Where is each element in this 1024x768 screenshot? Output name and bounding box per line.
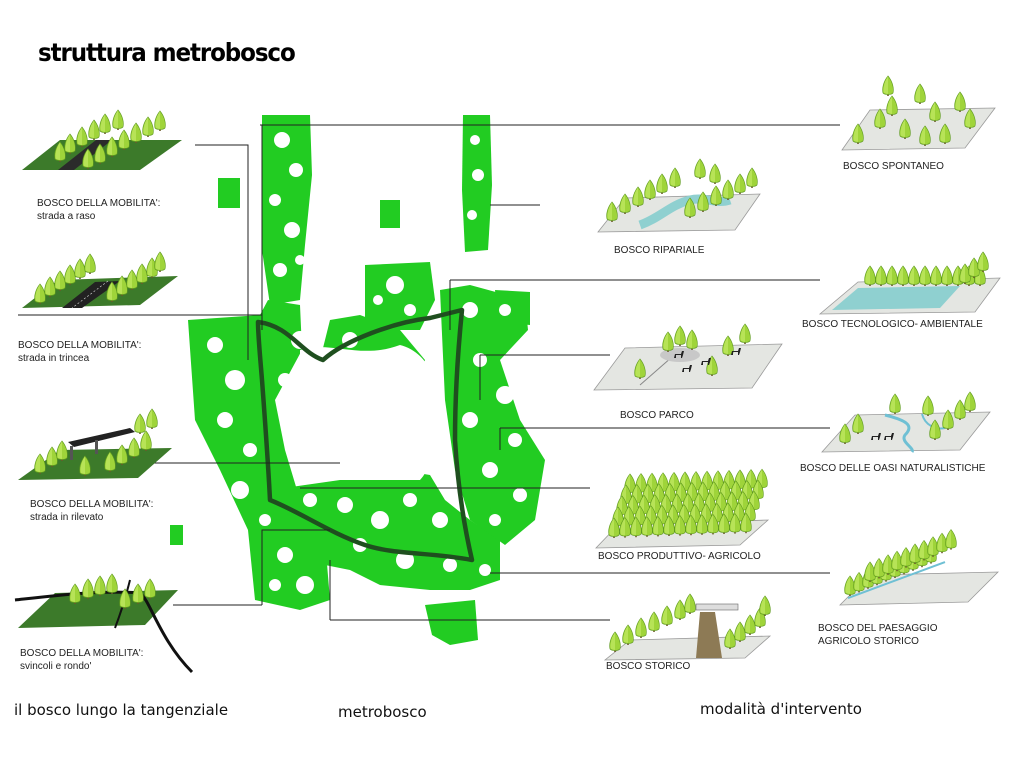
label-bosco-paesaggio: BOSCO DEL PAESAGGIO AGRICOLO STORICO [818,622,937,648]
tree-icon [930,265,942,287]
label-line1: BOSCO DELLA MOBILITA': [20,648,144,659]
label-strada-in-rilevato: BOSCO DELLA MOBILITA': strada in rilevat… [30,498,153,524]
panel-strada-a-raso [22,109,182,170]
panel-bosco-storico [603,593,772,661]
tree-icon [919,265,931,287]
panel-bosco-tecnologico [818,251,1001,315]
panel-strada-in-rilevato [18,408,172,480]
panel-bosco-paesaggio [839,529,999,606]
panel-strada-in-trincea [22,251,178,309]
bottom-label-tangenziale: il bosco lungo la tangenziale [14,701,229,719]
bottom-label-modalita: modalità d'intervento [700,700,862,718]
panel-bosco-ripariale [597,158,761,233]
panel-bosco-spontaneo [841,75,996,151]
label-strada-a-raso: BOSCO DELLA MOBILITA': strada a raso [37,197,160,223]
label-bosco-spontaneo: BOSCO SPONTANEO [843,161,944,172]
label-line1: BOSCO DEL PAESAGGIO [818,623,938,634]
panel-bosco-parco [593,323,783,391]
label-svincoli: BOSCO DELLA MOBILITA': svincoli e rondo' [20,647,143,673]
label-line2: svincoli e rondo' [20,661,92,672]
label-bosco-parco: BOSCO PARCO [620,410,694,421]
label-line2: strada in rilevato [30,512,104,523]
metrobosco-map [170,115,545,645]
label-bosco-oasi: BOSCO DELLE OASI NATURALISTICHE [800,463,986,474]
label-line2: strada in trincea [18,353,90,364]
label-bosco-tecnologico: BOSCO TECNOLOGICO- AMBIENTALE [802,319,983,330]
tree-icon [908,265,920,287]
tree-icon [977,251,989,273]
panel-bosco-produttivo [595,468,770,549]
bottom-label-metrobosco: metrobosco [338,703,427,721]
tree-icon [864,265,876,287]
label-bosco-storico: BOSCO STORICO [606,661,691,672]
label-line1: BOSCO DELLA MOBILITA': [30,499,154,510]
panel-svincoli [14,573,194,674]
page-title: struttura metrobosco [38,38,296,67]
label-line2: AGRICOLO STORICO [818,636,919,647]
label-line2: strada a raso [37,211,96,222]
label-bosco-ripariale: BOSCO RIPARIALE [614,245,705,256]
ring-road [255,307,475,563]
tree-icon [945,529,957,551]
tree-icon [941,265,953,287]
label-strada-in-trincea: BOSCO DELLA MOBILITA': strada in trincea [18,339,141,365]
label-line1: BOSCO DELLA MOBILITA': [37,198,161,209]
label-bosco-produttivo: BOSCO PRODUTTIVO- AGRICOLO [598,551,761,562]
panel-bosco-oasi [821,391,991,453]
connector-lines [18,124,840,621]
label-line1: BOSCO DELLA MOBILITA': [18,340,142,351]
tree-icon [897,265,909,287]
tree-icon [875,265,887,287]
tree-icon [886,265,898,287]
